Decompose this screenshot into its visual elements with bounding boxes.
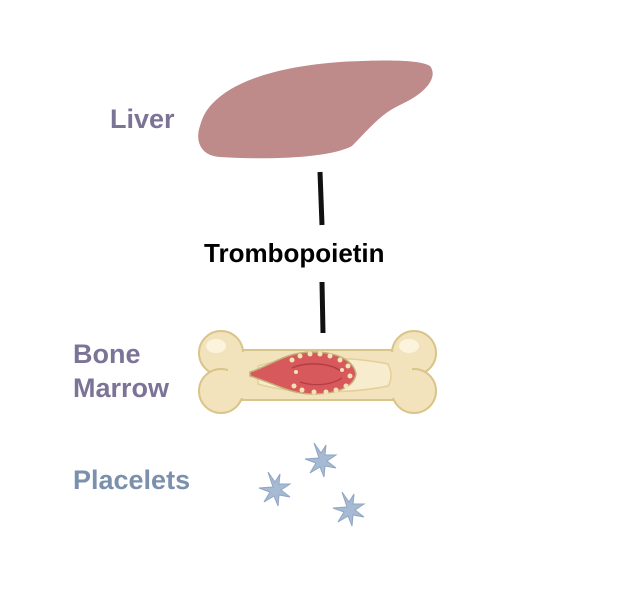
connector-line-upper — [317, 171, 325, 226]
platelets-label: Placelets — [73, 465, 191, 495]
bone-marrow-label-line2: Marrow — [73, 373, 170, 403]
platelet-icon — [304, 442, 338, 478]
platelet-icon — [258, 471, 292, 507]
bone-icon — [198, 330, 437, 414]
thrombopoietin-label: Trombopoietin — [204, 238, 385, 268]
bone-marrow-label: Bone Marrow — [73, 337, 169, 405]
connector-line-lower — [319, 281, 326, 334]
liver-label: Liver — [110, 104, 175, 134]
bone-marrow-label-line1: Bone — [73, 339, 141, 369]
liver-icon — [198, 60, 433, 159]
platelet-icon — [332, 491, 366, 527]
